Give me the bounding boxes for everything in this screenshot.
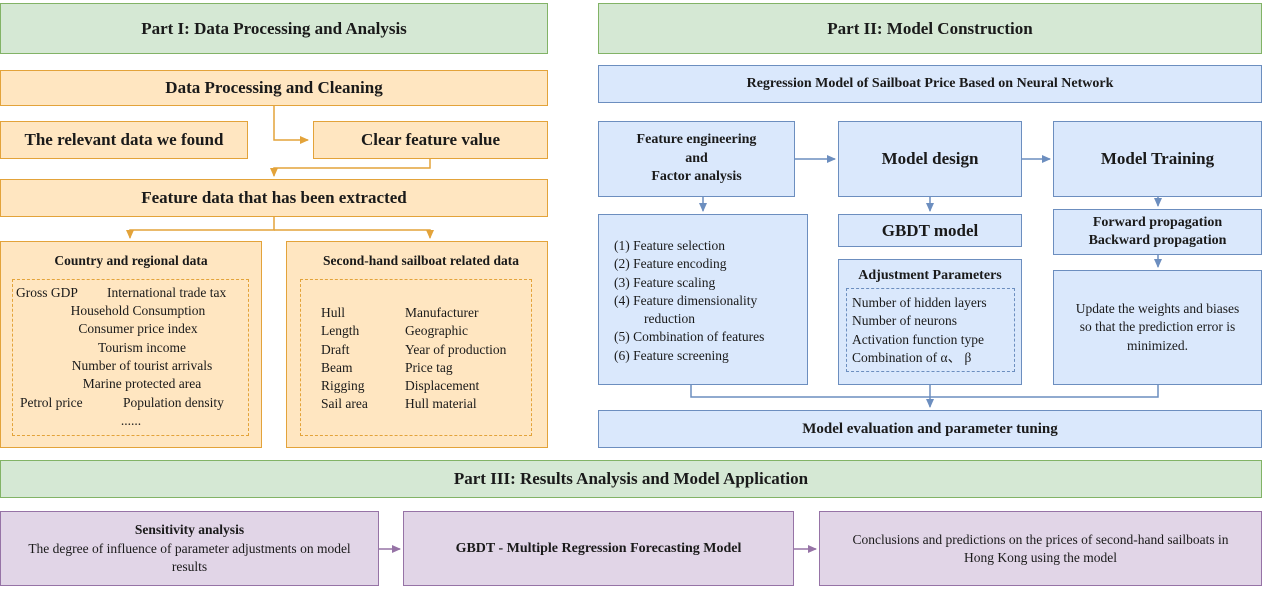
country-item: Petrol price xyxy=(20,395,83,410)
sailboat-item: Geographic xyxy=(405,323,468,339)
feature-list: (1) Feature selection (2) Feature encodi… xyxy=(614,237,764,365)
propagation-line: Backward propagation xyxy=(1088,233,1227,248)
feature-list-item: (3) Feature scaling xyxy=(614,274,716,290)
data-processing-box: Data Processing and Cleaning xyxy=(0,70,548,106)
feature-list-item: (6) Feature screening xyxy=(614,347,729,363)
sailboat-data-group xyxy=(286,241,548,448)
adjustment-item: Activation function type xyxy=(852,331,984,347)
sensitivity-analysis-box: Sensitivity analysis The degree of influ… xyxy=(0,511,379,586)
country-item: Number of tourist arrivals xyxy=(71,358,213,373)
sailboat-data-title: Second-hand sailboat related data xyxy=(323,253,519,268)
country-data-list xyxy=(12,279,249,436)
sailboat-item: Rigging xyxy=(321,378,365,394)
conclusion-box: Conclusions and predictions on the price… xyxy=(819,511,1262,586)
country-item: Marine protected area xyxy=(82,376,202,391)
feature-list-box xyxy=(598,214,808,385)
sailboat-item: Year of production xyxy=(405,341,507,357)
sailboat-item: Hull xyxy=(321,305,346,320)
country-item: International trade tax xyxy=(107,285,227,300)
feature-list-item: (1) Feature selection xyxy=(614,238,725,253)
sensitivity-title: Sensitivity analysis xyxy=(134,522,245,537)
adjustment-parameters-list xyxy=(846,288,1015,372)
sailboat-item: Beam xyxy=(321,359,353,375)
adjustment-item: Number of neurons xyxy=(852,313,957,329)
adjustment-list: Number of hidden layers Number of neuron… xyxy=(852,294,987,367)
sailboat-data-list xyxy=(300,279,532,436)
model-evaluation-box: Model evaluation and parameter tuning xyxy=(598,410,1262,448)
gbdt-model-box: GBDT model xyxy=(838,214,1022,247)
country-item: Consumer price index xyxy=(78,321,198,336)
model-training-box: Model Training xyxy=(1053,121,1262,197)
update-line: so that the prediction error is xyxy=(1079,319,1236,335)
country-item: ...... xyxy=(120,413,142,428)
extracted-feature-box: Feature data that has been extracted xyxy=(0,179,548,217)
update-line: Update the weights and biases xyxy=(1075,300,1240,316)
conclusion-line: Conclusions and predictions on the price… xyxy=(852,531,1229,547)
propagation-line: Forward propagation xyxy=(1092,215,1223,230)
arrow-extracted-to-groups xyxy=(126,217,434,239)
part2-header: Part II: Model Construction xyxy=(598,3,1262,54)
sailboat-item: Draft xyxy=(321,341,350,357)
sailboat-item: Displacement xyxy=(405,378,480,394)
feature-list-item: reduction xyxy=(644,311,695,327)
sailboat-item: Hull material xyxy=(405,396,477,412)
part3-header: Part III: Results Analysis and Model App… xyxy=(0,460,1262,498)
sailboat-item: Manufacturer xyxy=(405,305,479,320)
adjustment-item: Number of hidden layers xyxy=(852,295,987,310)
relevant-data-box: The relevant data we found xyxy=(0,121,248,159)
clear-feature-box: Clear feature value xyxy=(313,121,548,159)
feature-engineering-line: Feature engineering xyxy=(636,132,757,148)
feature-list-item: (5) Combination of features xyxy=(614,329,765,345)
country-item: Gross GDP xyxy=(16,285,78,300)
feature-engineering-box: Feature engineering and Factor analysis xyxy=(598,121,795,197)
regression-model-box: Regression Model of Sailboat Price Based… xyxy=(598,65,1262,103)
country-data-title: Country and regional data xyxy=(54,253,208,268)
propagation-box: Forward propagation Backward propagation xyxy=(1053,209,1262,255)
update-line: minimized. xyxy=(1126,337,1189,353)
sailboat-left-column: Hull Length Draft Beam Rigging Sail area xyxy=(321,304,368,414)
sailboat-right-column: Manufacturer Geographic Year of producti… xyxy=(405,304,506,414)
country-item: Population density xyxy=(123,395,224,410)
adjustment-parameters-box xyxy=(838,259,1022,385)
sailboat-item: Sail area xyxy=(321,396,368,412)
feature-engineering-line: and xyxy=(685,150,708,166)
part1-header: Part I: Data Processing and Analysis xyxy=(0,3,548,54)
conclusion-line: Hong Kong using the model xyxy=(964,549,1117,565)
arrow-to-evaluation xyxy=(690,385,1159,408)
sailboat-item: Length xyxy=(321,323,360,339)
sensitivity-text-line: results xyxy=(171,559,208,574)
adjustment-parameters-title: Adjustment Parameters xyxy=(858,268,1002,283)
country-data-group xyxy=(0,241,262,448)
arrow-clear-to-extracted xyxy=(270,159,431,177)
feature-list-item: (4) Feature dimensionality xyxy=(614,292,758,308)
adjustment-item: Combination of α、 β xyxy=(852,349,972,365)
update-weights-box: Update the weights and biases so that th… xyxy=(1053,270,1262,385)
sailboat-item: Price tag xyxy=(405,359,453,375)
feature-engineering-line: Factor analysis xyxy=(651,169,742,185)
arrow-processing-to-clear xyxy=(273,106,309,144)
forecasting-model-box: GBDT - Multiple Regression Forecasting M… xyxy=(403,511,794,586)
model-design-box: Model design xyxy=(838,121,1022,197)
country-item: Household Consumption xyxy=(70,303,206,318)
country-item: Tourism income xyxy=(98,340,186,355)
sensitivity-text-line: The degree of influence of parameter adj… xyxy=(28,541,351,556)
feature-list-item: (2) Feature encoding xyxy=(614,256,727,272)
